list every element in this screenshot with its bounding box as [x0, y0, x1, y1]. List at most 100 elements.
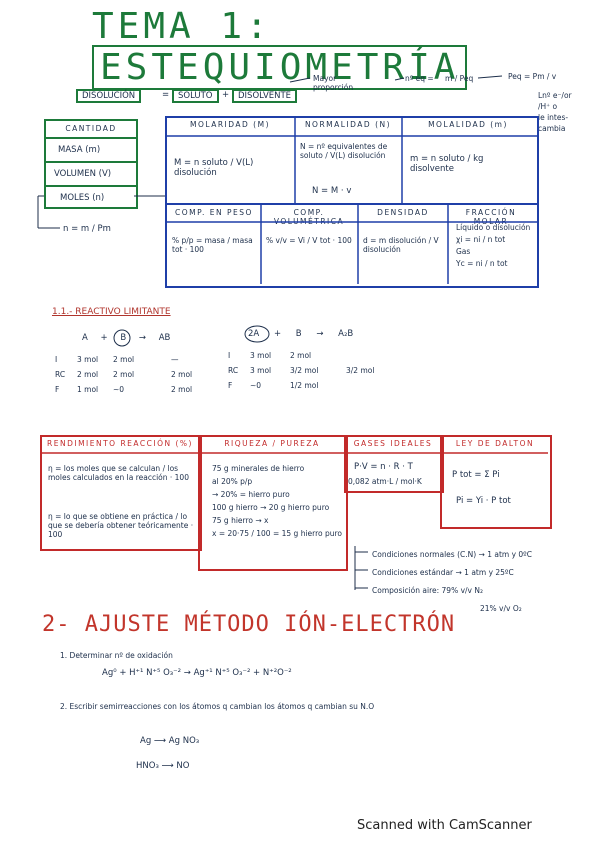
cell: 2 mol	[113, 370, 135, 379]
cell: 2 mol	[290, 351, 312, 360]
eq-term: AB	[158, 333, 171, 343]
peq-formula: Peq = Pm / v	[508, 72, 557, 81]
normalidad-header: NORMALIDAD (N)	[304, 120, 392, 129]
note-line: /H⁺ o	[538, 102, 558, 111]
peso-formula: % p/p = masa / masa tot · 100	[172, 236, 253, 254]
cantidad-moles: MOLES (n)	[60, 193, 105, 203]
molalidad-header: MOLALIDAD (m)	[428, 120, 508, 129]
concentration-table	[165, 116, 539, 288]
gases-f2: 0,082 atm·L / mol·K	[348, 477, 422, 486]
moles-formula: n = m / Pm	[63, 224, 111, 234]
rendimiento-box	[40, 435, 202, 551]
riqueza-line: al 20% p/p	[212, 477, 253, 486]
note-line: cambia	[538, 124, 566, 133]
page-title: TEMA 1: ESTEQUIOMETRÍA	[92, 6, 599, 90]
eq-term: →	[138, 333, 147, 343]
densidad-header: DENSIDAD	[377, 208, 429, 217]
condition-aire-o2: 21% v/v O₂	[480, 604, 522, 613]
rendimiento-header: RENDIMIENTO REACCIÓN (%)	[47, 439, 193, 448]
conditions-list: Condiciones normales (C.N) → 1 atm y 0ºC…	[372, 546, 532, 618]
cell: ~0	[113, 385, 125, 394]
disolucion-box: DISOLUCIÓN	[76, 89, 142, 103]
cantidad-table: CANTIDAD MASA (m) VOLUMEN (V) MOLES (n)	[44, 119, 138, 209]
riqueza-line: 75 g minerales de hierro	[212, 464, 305, 473]
molaridad-header: MOLARIDAD (M)	[189, 120, 271, 129]
camscanner-footer: Scanned with CamScanner	[357, 818, 532, 833]
riqueza-line: → 20% = hierro puro	[212, 490, 290, 499]
densidad-formula: d = m disolución / V disolución	[363, 236, 439, 254]
eq-term: +	[273, 329, 282, 339]
cantidad-volumen: VOLUMEN (V)	[46, 163, 136, 187]
eq-term: B	[295, 329, 302, 339]
eq-term: →	[316, 329, 324, 339]
fraccion-a: Líquido o disolución	[456, 223, 531, 232]
cell: 3 mol	[250, 351, 272, 360]
cantidad-masa: MASA (m)	[46, 139, 136, 163]
row-label: RC	[228, 366, 239, 375]
mayor-proporcion: Mayor proporción	[313, 74, 354, 92]
normalidad-extra: N = M · v	[312, 186, 352, 196]
cell: 1 mol	[77, 385, 99, 394]
fraccion-b: χi = ni / n tot	[456, 235, 506, 244]
section2-heading: 2- AJUSTE MÉTODO IÓN-ELECTRÓN	[42, 612, 456, 637]
cell: 3 mol	[77, 355, 99, 364]
riqueza-lines: 75 g minerales de hierro al 20% p/p → 20…	[212, 462, 342, 540]
condition-standard: Condiciones estándar → 1 atm y 25ºC	[372, 568, 514, 577]
cantidad-header: CANTIDAD	[46, 121, 136, 139]
row-label: F	[55, 385, 60, 394]
neq-frac: m / Peq	[445, 74, 474, 83]
row-label: RC	[55, 370, 66, 379]
section2-step1: 1. Determinar nº de oxidación	[60, 651, 173, 660]
gases-f1: P·V = n · R · T	[354, 462, 413, 472]
peso-header: COMP. EN PESO	[175, 208, 253, 217]
row-label: I	[55, 355, 58, 364]
section2-semi2: HNO₃ ⟶ NO	[136, 761, 190, 771]
molalidad-formula: m = n soluto / kg disolvente	[410, 154, 484, 174]
molaridad-formula: M = n soluto / V(L) disolución	[174, 158, 254, 178]
riqueza-line: 75 g hierro → x	[212, 516, 269, 525]
eq-term: +	[100, 333, 108, 343]
title-prefix: TEMA 1:	[92, 6, 272, 47]
dalton-f1: P tot = Σ Pi	[452, 470, 500, 480]
row-label: I	[228, 351, 231, 360]
cell: 2 mol	[171, 370, 193, 379]
condition-aire: Composición aire: 79% v/v N₂	[372, 586, 483, 595]
neq-left: nº eq =	[405, 74, 434, 83]
dalton-box	[440, 435, 552, 529]
reactivo-right-eq: 2A + B → A₂B	[248, 329, 353, 339]
note-line: le intes-	[538, 113, 569, 122]
gases-box	[344, 435, 444, 493]
cell: 3/2 mol	[290, 366, 319, 375]
dalton-f2: Pi = Yi · P tot	[456, 496, 511, 506]
eq-term: A	[82, 333, 88, 343]
fraccion-c: Gas	[456, 247, 471, 256]
cell: 2 mol	[113, 355, 135, 364]
gases-header: GASES IDEALES	[353, 439, 433, 448]
section2-semi1: Ag ⟶ Ag NO₃	[140, 736, 200, 746]
reactivo-heading: 1.1.- REACTIVO LIMITANTE	[52, 307, 171, 317]
title-boxed: ESTEQUIOMETRÍA	[92, 45, 468, 90]
eq-term: B	[120, 333, 127, 343]
riqueza-line: x = 20·75 / 100 = 15 g hierro puro	[212, 529, 343, 538]
cell: 2 mol	[171, 385, 193, 394]
cell: ~0	[250, 381, 262, 390]
section2-step2: 2. Escribir semirreacciones con los átom…	[60, 702, 375, 711]
reactivo-left-eq: A + B → AB	[82, 333, 170, 343]
cell: 2 mol	[77, 370, 99, 379]
riqueza-header: RIQUEZA / PUREZA	[224, 439, 320, 448]
rendimiento-f1: η = los moles que se calculan / los mole…	[48, 464, 189, 482]
soluto-box: SOLUTO	[172, 89, 219, 103]
riqueza-box	[198, 435, 348, 571]
cell: 3/2 mol	[346, 366, 375, 375]
disolvente-box: DISOLVENTE	[232, 89, 298, 103]
note-line: Lnº e⁻/or	[538, 91, 572, 100]
cell: 1/2 mol	[290, 381, 319, 390]
plus-sign: +	[222, 90, 230, 100]
peq-notes: Lnº e⁻/or /H⁺ o le intes- cambia	[538, 90, 593, 134]
rendimiento-f2: η = lo que se obtiene en práctica / lo q…	[48, 512, 194, 539]
normalidad-formula: N = nº equivalentes de soluto / V(L) dis…	[300, 142, 388, 160]
eq-term: A₂B	[338, 329, 354, 339]
